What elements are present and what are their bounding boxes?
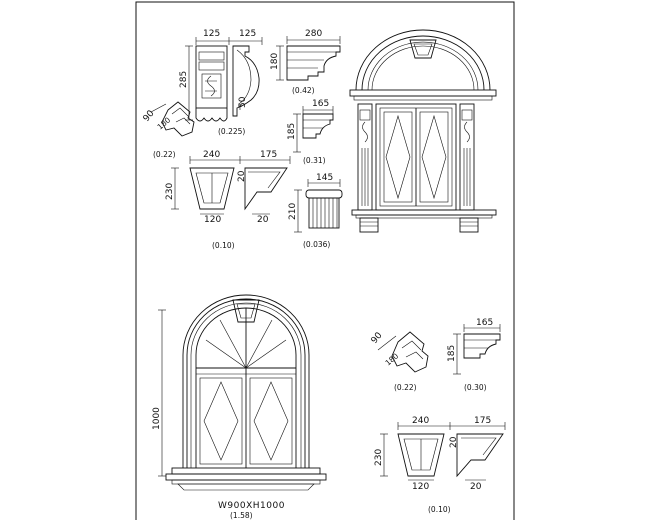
arched-window-elevation: 1000 W900XH1000 (1.58) — [152, 294, 327, 520]
keystone-2-base-1: 120 — [412, 482, 429, 492]
cornice-165-height: 185 — [287, 123, 297, 140]
bracket-height-2: 50 — [238, 96, 248, 108]
cornice-165-2-height: 185 — [447, 345, 457, 362]
arched-window-scale: (1.58) — [230, 511, 253, 520]
keystone-width-1: 240 — [203, 150, 220, 160]
cornice-165-width: 165 — [312, 99, 329, 109]
cornice-165-detail-2: 165 185 (0.30) — [447, 318, 501, 392]
capital-detail: 145 210 (0.036) — [288, 173, 343, 249]
keystone-width-2: 175 — [260, 150, 277, 160]
keystone-detail: 240 175 230 20 120 20 (0.10) — [165, 150, 291, 250]
keystone-base-2: 20 — [257, 215, 269, 225]
corner-block-dim-a: 90 — [142, 109, 157, 124]
keystone-2-scale: (0.10) — [428, 505, 451, 514]
cornice-165-2-width: 165 — [476, 318, 493, 328]
keystone-2-height: 230 — [374, 449, 384, 466]
arched-window-height: 1000 — [152, 407, 162, 430]
cornice-280-width: 280 — [305, 29, 322, 39]
cornice-165-scale: (0.31) — [303, 156, 326, 165]
corner-block-scale: (0.22) — [153, 150, 176, 159]
corner-block-2-scale: (0.22) — [394, 383, 417, 392]
keystone-2-base-2: 20 — [470, 482, 482, 492]
keystone-2-height-2: 20 — [449, 436, 459, 448]
keystone-height-2: 20 — [237, 170, 247, 182]
corner-block-2-dim-b: 180 — [384, 351, 401, 367]
bracket-width-1: 125 — [203, 29, 220, 39]
keystone-base-1: 120 — [204, 215, 221, 225]
cornice-165-2-scale: (0.30) — [464, 383, 487, 392]
corner-block-detail: 90 180 (0.22) — [142, 101, 195, 159]
corner-block-2-dim-a: 90 — [370, 331, 385, 346]
arched-window-title: W900XH1000 — [218, 501, 285, 511]
corner-block-detail-2: 90 180 (0.22) — [370, 331, 429, 392]
cornice-280-detail: 280 180 (0.42) — [270, 29, 341, 95]
bracket-detail: 125 125 285 50 (0.225) — [179, 29, 263, 136]
keystone-2-width-2: 175 — [474, 416, 491, 426]
bracket-width-2: 125 — [239, 29, 256, 39]
bracket-scale: (0.225) — [218, 127, 245, 136]
capital-height: 210 — [288, 203, 298, 220]
cornice-280-height: 180 — [270, 53, 280, 70]
keystone-2-width-1: 240 — [412, 416, 429, 426]
cornice-280-scale: (0.42) — [292, 86, 315, 95]
sheet-border — [135, 1, 515, 520]
capital-scale: (0.036) — [303, 240, 330, 249]
capital-width: 145 — [316, 173, 333, 183]
cornice-165-detail: 165 185 (0.31) — [287, 99, 334, 165]
pediment-window-elevation — [349, 29, 497, 233]
keystone-detail-2: 240 175 230 20 120 20 (0.10) — [374, 416, 506, 514]
bracket-height: 285 — [179, 71, 189, 88]
keystone-height: 230 — [165, 183, 175, 200]
keystone-scale: (0.10) — [212, 241, 235, 250]
